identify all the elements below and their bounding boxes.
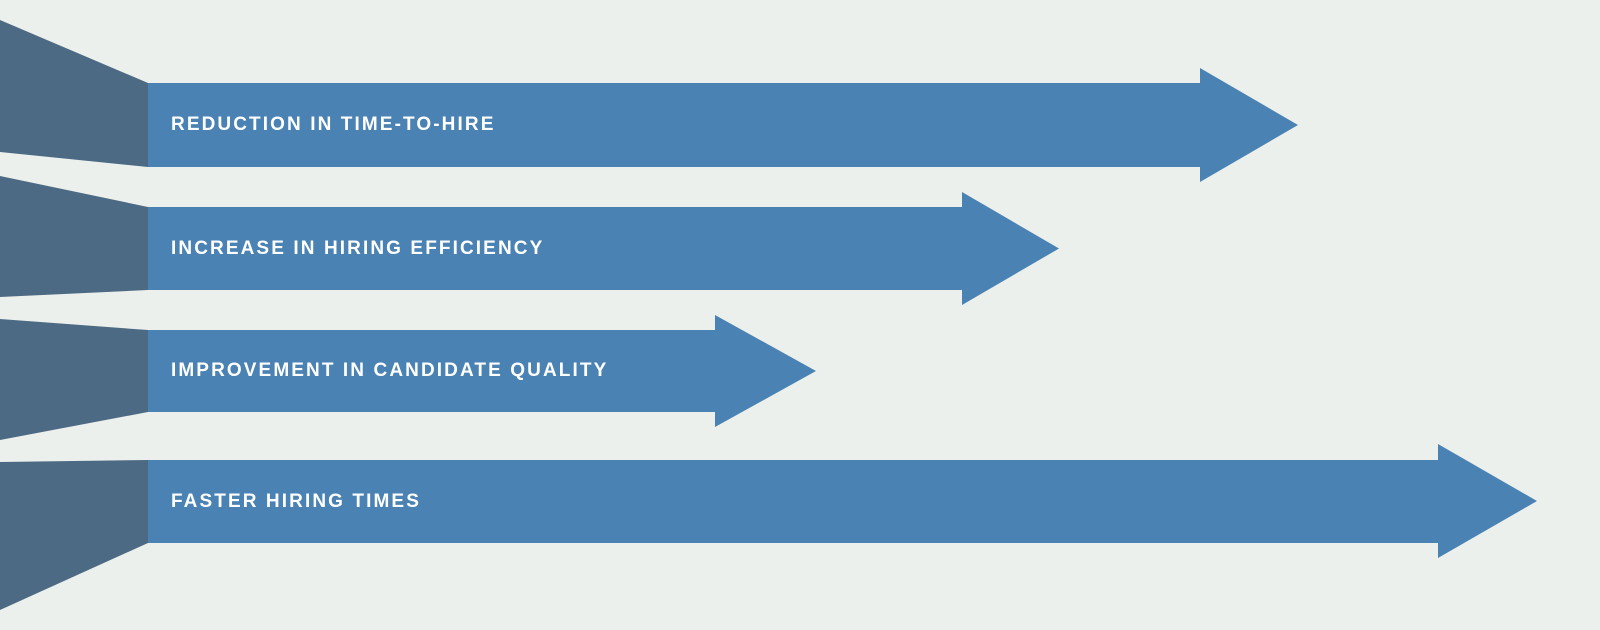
arrow-group-faster-hiring-times[interactable] (0, 444, 1537, 610)
arrow-body-increase-in-hiring-efficiency (148, 192, 1059, 305)
arrow-tail-improvement-in-candidate-quality (0, 319, 148, 440)
arrow-tail-reduction-in-time-to-hire (0, 20, 148, 167)
arrow-body-faster-hiring-times (148, 444, 1537, 558)
arrow-body-improvement-in-candidate-quality (148, 315, 816, 427)
arrow-group-reduction-in-time-to-hire[interactable] (0, 20, 1298, 182)
arrow-group-increase-in-hiring-efficiency[interactable] (0, 176, 1059, 305)
arrow-body-reduction-in-time-to-hire (148, 68, 1298, 182)
arrow-tail-increase-in-hiring-efficiency (0, 176, 148, 297)
arrow-group-improvement-in-candidate-quality[interactable] (0, 315, 816, 440)
arrow-tail-faster-hiring-times (0, 460, 148, 610)
